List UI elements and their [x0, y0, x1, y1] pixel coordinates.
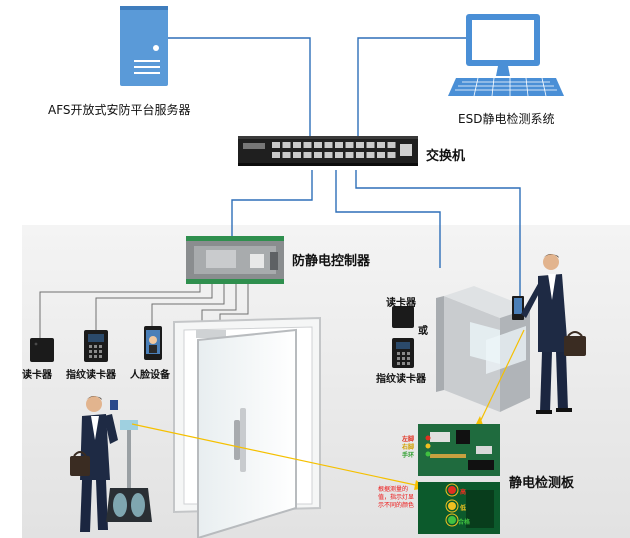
keypad-key [397, 357, 400, 360]
switch-port [293, 152, 301, 158]
keypad-key [99, 350, 102, 353]
switch-port [303, 152, 312, 158]
keypad-key [397, 352, 400, 355]
keypad-key [89, 350, 92, 353]
indicator-low-label: 低 [460, 505, 467, 512]
esd-system-label: ESD静电检测系统 [458, 112, 555, 126]
fingerprint-reader-icon [84, 330, 108, 362]
or-label: 或 [418, 326, 428, 337]
keypad-key [397, 362, 400, 365]
switch-port [272, 152, 280, 158]
controller-cables [39, 284, 249, 338]
keypad-key [89, 355, 92, 358]
network-switch-icon [238, 136, 418, 166]
server-label: AFS开放式安防平台服务器 [48, 103, 191, 117]
switch-port [335, 152, 343, 158]
switch-port [282, 152, 291, 158]
face-device-icon [144, 326, 162, 360]
switch-port [293, 142, 301, 148]
switch-port [387, 142, 396, 148]
keypad-key [94, 345, 97, 348]
switch-port [345, 152, 354, 158]
switch-port [356, 142, 364, 148]
fingerprint-reader-left-label: 指纹读卡器 [66, 370, 116, 381]
card-reader-left-label: 读卡器 [22, 370, 52, 381]
indicator-ok-label: 合格 [458, 519, 471, 526]
switch-port [314, 152, 322, 158]
person-left-icon [70, 396, 118, 532]
switch-label: 交换机 [426, 149, 466, 164]
keypad-key [99, 345, 102, 348]
circuit-board-icon [418, 424, 500, 476]
switch-port [314, 142, 322, 148]
person-icon [521, 254, 586, 414]
switch-port [366, 142, 375, 148]
controller-icon [186, 236, 284, 284]
door-icon [173, 316, 321, 538]
esd-board-label: 静电检测板 [509, 476, 575, 491]
switch-port [272, 142, 280, 148]
led-left-foot-label: 左脚 [402, 436, 415, 443]
switch-port [387, 152, 396, 158]
fingerprint-reader-right-label: 指纹读卡器 [376, 374, 426, 385]
switch-port [282, 142, 291, 148]
switch-port [356, 152, 364, 158]
switch-port [324, 152, 333, 158]
switch-port [345, 142, 354, 148]
indicator-high-label: 高 [460, 489, 467, 496]
switch-port [377, 152, 385, 158]
switch-port [335, 142, 343, 148]
keypad-key [402, 357, 405, 360]
keypad-key [402, 362, 405, 365]
monitor-icon [448, 14, 564, 97]
keypad-key [94, 350, 97, 353]
switch-port [303, 142, 312, 148]
card-reader-icon [30, 338, 54, 362]
face-device-label: 人脸设备 [130, 370, 170, 381]
network-lines [168, 37, 521, 300]
board-note: 根据测量的值，指示灯显示不同的颜色 [378, 486, 415, 509]
card-reader-right-icon [392, 306, 414, 328]
switch-port [324, 142, 333, 148]
keypad-key [402, 352, 405, 355]
controller-label: 防静电控制器 [292, 254, 371, 269]
keypad-key [89, 345, 92, 348]
led-right-foot-label: 右脚 [402, 444, 415, 451]
keypad-key [99, 355, 102, 358]
switch-port [366, 152, 375, 158]
switch-port [377, 142, 385, 148]
esd-tester-icon [106, 420, 152, 522]
fingerprint-reader-right-icon [392, 338, 414, 368]
keypad-key [407, 362, 410, 365]
led-wrist-label: 手环 [402, 452, 415, 459]
server-icon [120, 6, 168, 86]
board-link-lines [131, 329, 525, 487]
card-reader-right-label: 读卡器 [386, 298, 416, 309]
keypad-key [407, 357, 410, 360]
keypad-key [407, 352, 410, 355]
circuit-board-bottom-icon [418, 482, 500, 534]
keypad-key [94, 355, 97, 358]
